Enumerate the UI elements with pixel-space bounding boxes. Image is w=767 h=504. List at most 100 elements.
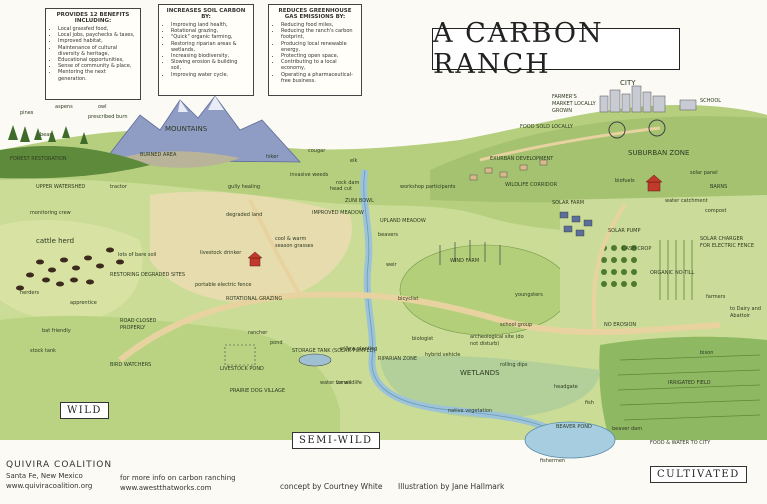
label-hybrid-vehicle: hybrid vehicle <box>425 352 461 358</box>
solar-panels <box>559 211 593 237</box>
forest-trees <box>8 125 88 144</box>
greenhouse-item: Reducing food miles, <box>281 22 357 28</box>
soil-carbon-item: Slowing erosion & building soil, <box>171 59 249 71</box>
label-workshop: workshop participants <box>400 184 456 190</box>
label-pond: pond <box>270 340 283 346</box>
greenhouse-item: Contributing to a local economy, <box>281 59 357 71</box>
label-lots-bare-soil: lots of bare soil <box>118 252 157 258</box>
suburban-houses <box>469 159 548 181</box>
suburban-hill <box>430 116 767 210</box>
suburban-circles <box>608 119 666 139</box>
label-archeological: archeological site (do not disturb) <box>470 334 524 347</box>
label-solar-pump: SOLAR PUMP <box>608 228 641 234</box>
soil-carbon-item: "Quick" organic farming, <box>171 34 249 40</box>
label-prairie-dog: PRAIRIE DOG VILLAGE <box>230 388 286 394</box>
benefits-item: Maintenance of cultural diversity & heri… <box>58 45 136 57</box>
label-exurban-development: EXURBAN DEVELOPMENT <box>490 156 554 162</box>
label-beaver-pond: BEAVER POND <box>556 424 592 430</box>
benefits-item: Improved habitat, <box>58 38 136 44</box>
label-beavers: beavers <box>378 232 399 238</box>
label-rancher: rancher <box>248 330 268 336</box>
label-invasive-weeds: invasive weeds <box>290 172 329 178</box>
zone-wild: WILD <box>60 402 109 419</box>
label-native-vegetation: native vegetation <box>448 408 493 414</box>
greenhouse-item: Reducing the ranch's carbon footprint, <box>281 28 357 40</box>
label-organic-no-till: ORGANIC no-till <box>650 270 695 276</box>
wind-turbines <box>439 240 501 265</box>
label-restoring-degraded: RESTORING DEGRADED SITES <box>110 272 186 278</box>
label-upland-meadow: UPLAND MEADOW <box>380 218 426 224</box>
map-title: A CARBON RANCH <box>432 18 680 80</box>
city-skyline <box>599 85 697 113</box>
label-monitoring-crew: monitoring crew <box>30 210 71 216</box>
label-irrigated-field: IRRIGATED FIELD <box>668 380 711 386</box>
farm-road <box>591 203 627 331</box>
label-improved-meadow: IMPROVED MEADOW <box>312 210 364 216</box>
label-solar-charger: SOLAR CHARGER for electric fence <box>700 236 754 249</box>
river-edge <box>363 169 561 436</box>
label-bear: bear <box>40 132 52 138</box>
greenhouse-item: Protecting open space, <box>281 53 357 59</box>
label-cool-warm-grasses: cool & warm season grasses <box>275 236 314 249</box>
label-food-sold-locally: FOOD SOLD LOCALLY <box>520 124 573 130</box>
wetlands-shape <box>380 355 600 419</box>
label-forest-restoration: FOREST RESTORATION <box>10 156 67 162</box>
label-storage-tank: STORAGE TANK (Solar-pumped) <box>292 348 376 354</box>
label-vanes: vanes <box>336 380 351 386</box>
label-biofuels: biofuels <box>615 178 635 184</box>
label-rock-dam: rock dam <box>336 180 360 186</box>
main-road <box>118 291 721 363</box>
irrigated-rows <box>617 354 761 421</box>
benefits-item: Mentoring the next generation. <box>58 69 136 81</box>
suburban-road <box>479 126 661 162</box>
label-wetlands: WETLANDS <box>460 369 500 377</box>
label-livestock-drinker: livestock drinker <box>200 250 242 256</box>
label-fishermen: fishermen <box>540 458 566 464</box>
footer-concept: concept by Courtney White <box>280 482 383 491</box>
label-headgate: headgate <box>554 384 578 390</box>
footer-more-url: www.awestthatworks.com <box>120 484 212 492</box>
label-gully-healing: gully healing <box>228 184 261 190</box>
label-farmers: farmers <box>706 294 726 300</box>
barn-buildings <box>247 174 663 267</box>
mountain-snow <box>178 96 224 112</box>
label-bison: bison <box>700 350 714 356</box>
label-aspens: aspens <box>55 104 73 110</box>
soil-carbon-box: Increases soil carbon by: Improving land… <box>158 4 254 96</box>
zone-cultivated: CULTIVATED <box>650 466 747 483</box>
greenhouse-item: Operating a pharmaceutical-free business… <box>281 72 357 84</box>
side-road <box>248 199 302 296</box>
burned-area-shape <box>120 151 240 168</box>
benefits-item: Educational opportunities, <box>58 57 136 63</box>
label-water-wildlife: water for wildlife <box>320 380 362 386</box>
label-wildlife-corridor: WILDLIFE CORRIDOR <box>505 182 558 188</box>
label-willow-planting: willow planting <box>340 346 378 352</box>
label-youngsters: youngsters <box>515 292 543 298</box>
cattle-herd-dots <box>16 247 124 291</box>
footer-more-info: for more info on carbon ranching <box>120 474 236 482</box>
benefits-item: Local jobs, paychecks & taxes, <box>58 32 136 38</box>
label-suburban-zone: SUBURBAN ZONE <box>628 149 690 157</box>
soil-carbon-item: Rotational grazing, <box>171 28 249 34</box>
label-burned-area: BURNED AREA <box>140 152 177 158</box>
beaver-pond-shape <box>524 421 616 459</box>
soil-carbon-item: Increasing biodiversity, <box>171 53 249 59</box>
zone-semi-wild: SEMI-WILD <box>292 432 380 449</box>
soil-carbon-item: Restoring riparian areas & wetlands, <box>171 41 249 53</box>
label-rotational-grazing: ROTATIONAL GRAZING <box>226 296 283 302</box>
label-water-catchment: water catchment <box>665 198 708 204</box>
soil-carbon-item: Improving water cycle. <box>171 72 249 78</box>
label-no-erosion: NO EROSION <box>604 322 637 328</box>
label-livestock-pond: LIVESTOCK pond <box>220 366 264 372</box>
greenhouse-heading: Reduces greenhouse gas emissions by: <box>278 8 352 20</box>
soil-carbon-heading: Increases soil carbon by: <box>166 8 246 20</box>
label-farmers-market: FARMER'S MARKET locally grown <box>552 94 596 114</box>
label-barns: BARNS <box>710 184 728 190</box>
footer-city: Santa Fe, New Mexico <box>6 472 83 480</box>
label-bird-watchers: BIRD WATCHERS <box>110 362 152 368</box>
label-elk: elk <box>350 158 358 164</box>
forest-band <box>0 145 150 179</box>
label-road-closed: ROAD CLOSED PROPERLY <box>120 318 157 331</box>
label-city: CITY <box>620 79 636 87</box>
label-to-dairy: to Dairy and Abattoir <box>730 306 761 319</box>
